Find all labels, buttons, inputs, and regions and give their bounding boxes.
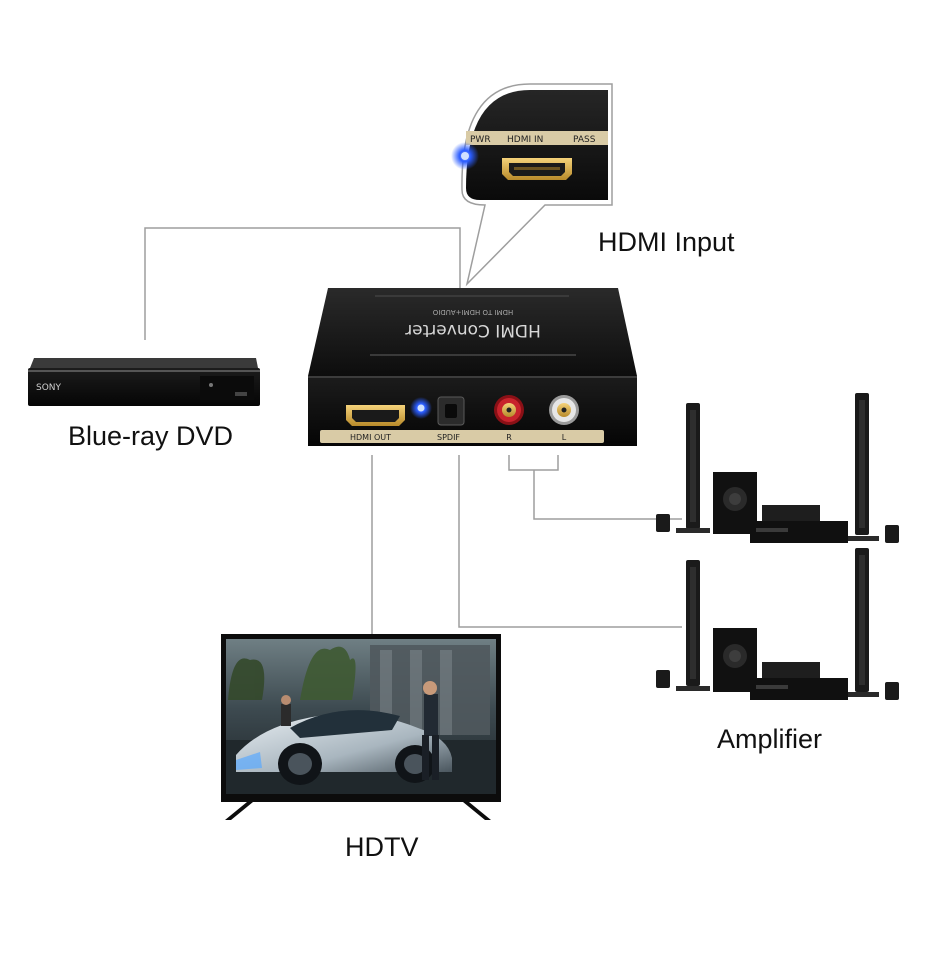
caption-hdmi-input: HDMI Input [598,227,735,257]
hdmi-converter-device: HDMI Converter HDMI TO HDMI+AUDIO HDMI O… [308,288,637,446]
hdtv-device [221,634,501,820]
zoom-label-hdmi-in: HDMI IN [507,135,543,145]
converter-subtitle: HDMI TO HDMI+AUDIO [432,308,513,316]
label-hdmi-out: HDMI OUT [350,433,391,442]
hdmi-in-port-icon [502,158,572,180]
caption-amplifier: Amplifier [717,724,823,754]
rca-to-amplifier-line [533,470,682,520]
spdif-port-icon [437,396,465,426]
spdif-to-amplifier-line [458,455,682,628]
rca-right-port-icon [494,395,524,425]
zoom-label-pwr: PWR [470,135,491,145]
caption-hdtv: HDTV [345,832,419,862]
label-right: R [506,433,512,442]
connector-lines [144,227,682,635]
rca-join-line [508,455,559,471]
label-left: L [562,433,567,442]
bluray-brand-logo: SONY [36,383,62,393]
converter-title: HDMI Converter [405,320,541,340]
bluray-to-converter-line [144,227,461,340]
hdmi-out-port-icon [346,405,405,426]
label-spdif: SPDIF [437,433,460,442]
rca-left-port-icon [549,395,579,425]
hdmi-input-zoom-callout: PWR HDMI IN PASS [451,83,613,287]
amplifier-speaker-set-top [656,393,899,543]
zoom-label-pass: PASS [573,135,596,145]
caption-bluray-dvd: Blue-ray DVD [68,421,234,451]
amplifier-speaker-set-bottom [656,548,899,700]
bluray-player-device: SONY [28,358,260,406]
